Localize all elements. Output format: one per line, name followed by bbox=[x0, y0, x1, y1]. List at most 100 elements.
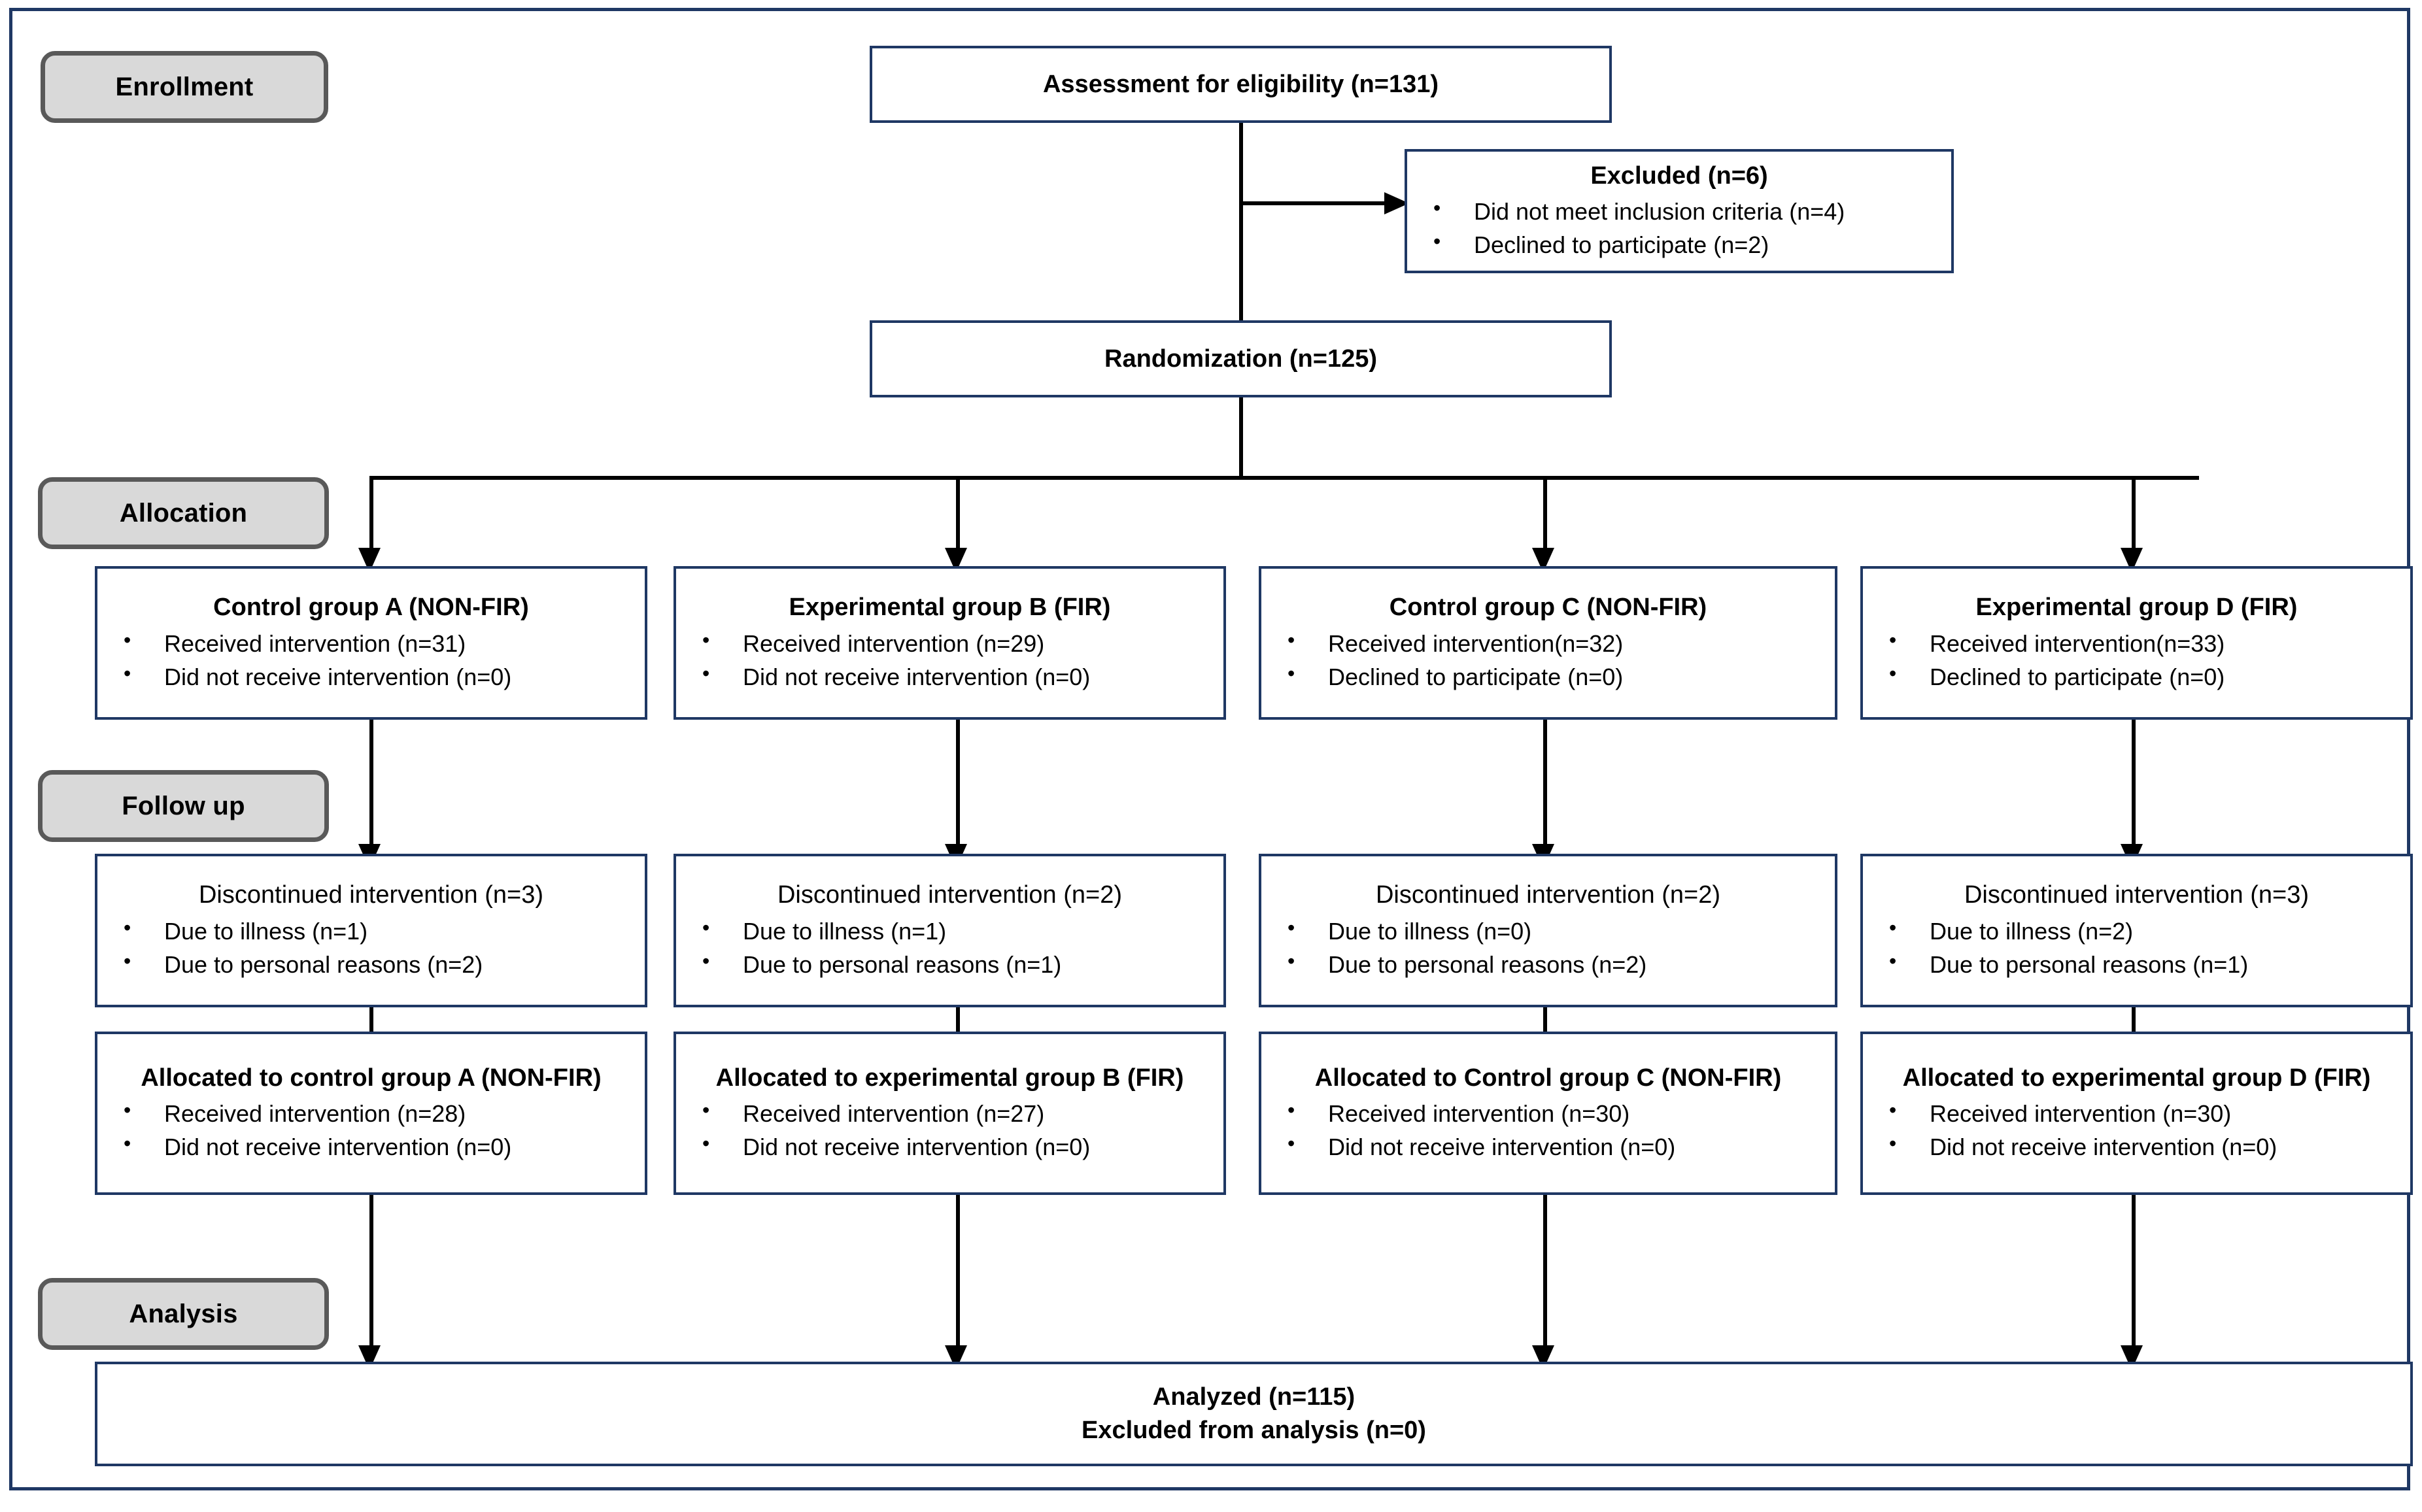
allocation-box-title: Experimental group D (FIR) bbox=[1975, 594, 2298, 622]
diagram-outer-frame bbox=[9, 8, 2410, 1490]
connector-randomization-bus bbox=[369, 476, 2199, 480]
randomization-title: Randomization (n=125) bbox=[1104, 344, 1377, 373]
allocated-box-group-b: Allocated to experimental group B (FIR) … bbox=[674, 1032, 1226, 1195]
list-item: Due to personal reasons (n=1) bbox=[688, 947, 1212, 981]
followup-box-title: Discontinued intervention (n=2) bbox=[1375, 881, 1721, 909]
allocation-box-group-c: Control group C (NON-FIR) Received inter… bbox=[1259, 566, 1837, 720]
analyzed-line-1: Analyzed (n=115) bbox=[1152, 1383, 1356, 1411]
followup-box-group-a: Discontinued intervention (n=3) Due to i… bbox=[95, 854, 647, 1007]
connector-followup-b-to-allocated bbox=[956, 1007, 960, 1035]
analyzed-box: Analyzed (n=115) Excluded from analysis … bbox=[95, 1362, 2413, 1466]
connector-group-d-to-followup bbox=[2132, 720, 2136, 844]
allocated-box-title: Allocated to Control group C (NON-FIR) bbox=[1314, 1064, 1782, 1092]
list-item: Did not receive intervention (n=0) bbox=[1875, 1129, 2398, 1164]
allocation-box-list: Received intervention (n=29) Did not rec… bbox=[688, 626, 1212, 694]
allocated-box-list: Received intervention (n=28) Did not rec… bbox=[109, 1096, 633, 1164]
allocated-box-group-d: Allocated to experimental group D (FIR) … bbox=[1860, 1032, 2413, 1195]
allocation-box-group-d: Experimental group D (FIR) Received inte… bbox=[1860, 566, 2413, 720]
stage-label-enrollment: Enrollment bbox=[41, 51, 328, 123]
followup-box-group-b: Discontinued intervention (n=2) Due to i… bbox=[674, 854, 1226, 1007]
list-item: Did not receive intervention (n=0) bbox=[688, 659, 1212, 694]
stage-label-analysis: Analysis bbox=[38, 1278, 329, 1350]
list-item: Due to personal reasons (n=1) bbox=[1875, 947, 2398, 981]
connector-followup-c-to-allocated bbox=[1543, 1007, 1547, 1035]
assessment-title: Assessment for eligibility (n=131) bbox=[1042, 70, 1439, 98]
list-item: Received intervention (n=28) bbox=[109, 1096, 633, 1130]
list-item: Due to personal reasons (n=2) bbox=[1273, 947, 1823, 981]
allocated-box-title: Allocated to control group A (NON-FIR) bbox=[141, 1064, 602, 1092]
stage-label-analysis-text: Analysis bbox=[129, 1299, 238, 1328]
list-item: Due to illness (n=2) bbox=[1875, 913, 2398, 948]
list-item: Received intervention (n=30) bbox=[1273, 1096, 1823, 1130]
excluded-box: Excluded (n=6) Did not meet inclusion cr… bbox=[1405, 149, 1954, 273]
allocated-box-group-c: Allocated to Control group C (NON-FIR) R… bbox=[1259, 1032, 1837, 1195]
followup-box-list: Due to illness (n=0) Due to personal rea… bbox=[1273, 913, 1823, 981]
connector-group-a-to-followup bbox=[369, 720, 373, 844]
connector-allocated-c-to-analysis bbox=[1543, 1195, 1547, 1345]
allocation-box-title: Control group C (NON-FIR) bbox=[1389, 594, 1707, 622]
list-item: Received intervention (n=30) bbox=[1875, 1096, 2398, 1130]
allocated-box-list: Received intervention (n=27) Did not rec… bbox=[688, 1096, 1212, 1164]
connector-allocated-a-to-analysis bbox=[369, 1195, 373, 1345]
stage-label-enrollment-text: Enrollment bbox=[115, 72, 254, 101]
allocation-box-title: Experimental group B (FIR) bbox=[789, 594, 1111, 622]
list-item: Declined to participate (n=2) bbox=[1419, 227, 1939, 261]
list-item: Did not meet inclusion criteria (n=4) bbox=[1419, 193, 1939, 228]
stage-label-allocation: Allocation bbox=[38, 477, 329, 549]
stage-label-followup: Follow up bbox=[38, 770, 329, 842]
followup-box-list: Due to illness (n=1) Due to personal rea… bbox=[688, 913, 1212, 981]
allocation-box-list: Received intervention (n=31) Did not rec… bbox=[109, 626, 633, 694]
allocation-box-title: Control group A (NON-FIR) bbox=[213, 594, 529, 622]
connector-assessment-to-randomization bbox=[1239, 123, 1243, 326]
followup-box-list: Due to illness (n=2) Due to personal rea… bbox=[1875, 913, 2398, 981]
allocated-box-group-a: Allocated to control group A (NON-FIR) R… bbox=[95, 1032, 647, 1195]
allocation-box-group-b: Experimental group B (FIR) Received inte… bbox=[674, 566, 1226, 720]
connector-assessment-to-excluded bbox=[1239, 201, 1384, 205]
followup-box-title: Discontinued intervention (n=3) bbox=[1964, 881, 2310, 909]
followup-box-list: Due to illness (n=1) Due to personal rea… bbox=[109, 913, 633, 981]
connector-bus-to-group-d bbox=[2132, 476, 2136, 548]
allocated-box-title: Allocated to experimental group D (FIR) bbox=[1902, 1064, 2371, 1092]
allocated-box-title: Allocated to experimental group B (FIR) bbox=[715, 1064, 1184, 1092]
connector-allocated-d-to-analysis bbox=[2132, 1195, 2136, 1345]
followup-box-group-d: Discontinued intervention (n=3) Due to i… bbox=[1860, 854, 2413, 1007]
list-item: Did not receive intervention (n=0) bbox=[688, 1129, 1212, 1164]
list-item: Received intervention (n=27) bbox=[688, 1096, 1212, 1130]
stage-label-allocation-text: Allocation bbox=[119, 498, 248, 528]
list-item: Received intervention (n=31) bbox=[109, 626, 633, 660]
followup-box-group-c: Discontinued intervention (n=2) Due to i… bbox=[1259, 854, 1837, 1007]
list-item: Due to illness (n=1) bbox=[688, 913, 1212, 948]
connector-bus-to-group-a bbox=[369, 476, 373, 548]
connector-randomization-stem bbox=[1239, 397, 1243, 477]
list-item: Received intervention(n=33) bbox=[1875, 626, 2398, 660]
excluded-title: Excluded (n=6) bbox=[1590, 161, 1768, 190]
connector-group-c-to-followup bbox=[1543, 720, 1547, 844]
connector-group-b-to-followup bbox=[956, 720, 960, 844]
list-item: Declined to participate (n=0) bbox=[1273, 659, 1823, 694]
list-item: Due to illness (n=1) bbox=[109, 913, 633, 948]
allocation-box-list: Received intervention(n=32) Declined to … bbox=[1273, 626, 1823, 694]
list-item: Did not receive intervention (n=0) bbox=[109, 659, 633, 694]
list-item: Due to illness (n=0) bbox=[1273, 913, 1823, 948]
list-item: Did not receive intervention (n=0) bbox=[109, 1129, 633, 1164]
connector-bus-to-group-c bbox=[1543, 476, 1547, 548]
list-item: Received intervention (n=29) bbox=[688, 626, 1212, 660]
analyzed-line-2: Excluded from analysis (n=0) bbox=[1082, 1417, 1426, 1444]
connector-followup-a-to-allocated bbox=[369, 1007, 373, 1035]
allocation-box-group-a: Control group A (NON-FIR) Received inter… bbox=[95, 566, 647, 720]
connector-followup-d-to-allocated bbox=[2132, 1007, 2136, 1035]
connector-bus-to-group-b bbox=[956, 476, 960, 548]
allocated-box-list: Received intervention (n=30) Did not rec… bbox=[1273, 1096, 1823, 1164]
stage-label-followup-text: Follow up bbox=[122, 791, 245, 820]
followup-box-title: Discontinued intervention (n=3) bbox=[198, 881, 544, 909]
excluded-list: Did not meet inclusion criteria (n=4) De… bbox=[1419, 193, 1939, 261]
allocation-box-list: Received intervention(n=33) Declined to … bbox=[1875, 626, 2398, 694]
list-item: Received intervention(n=32) bbox=[1273, 626, 1823, 660]
connector-allocated-b-to-analysis bbox=[956, 1195, 960, 1345]
randomization-box: Randomization (n=125) bbox=[870, 320, 1612, 397]
list-item: Did not receive intervention (n=0) bbox=[1273, 1129, 1823, 1164]
allocated-box-list: Received intervention (n=30) Did not rec… bbox=[1875, 1096, 2398, 1164]
assessment-for-eligibility-box: Assessment for eligibility (n=131) bbox=[870, 46, 1612, 123]
followup-box-title: Discontinued intervention (n=2) bbox=[777, 881, 1123, 909]
list-item: Due to personal reasons (n=2) bbox=[109, 947, 633, 981]
